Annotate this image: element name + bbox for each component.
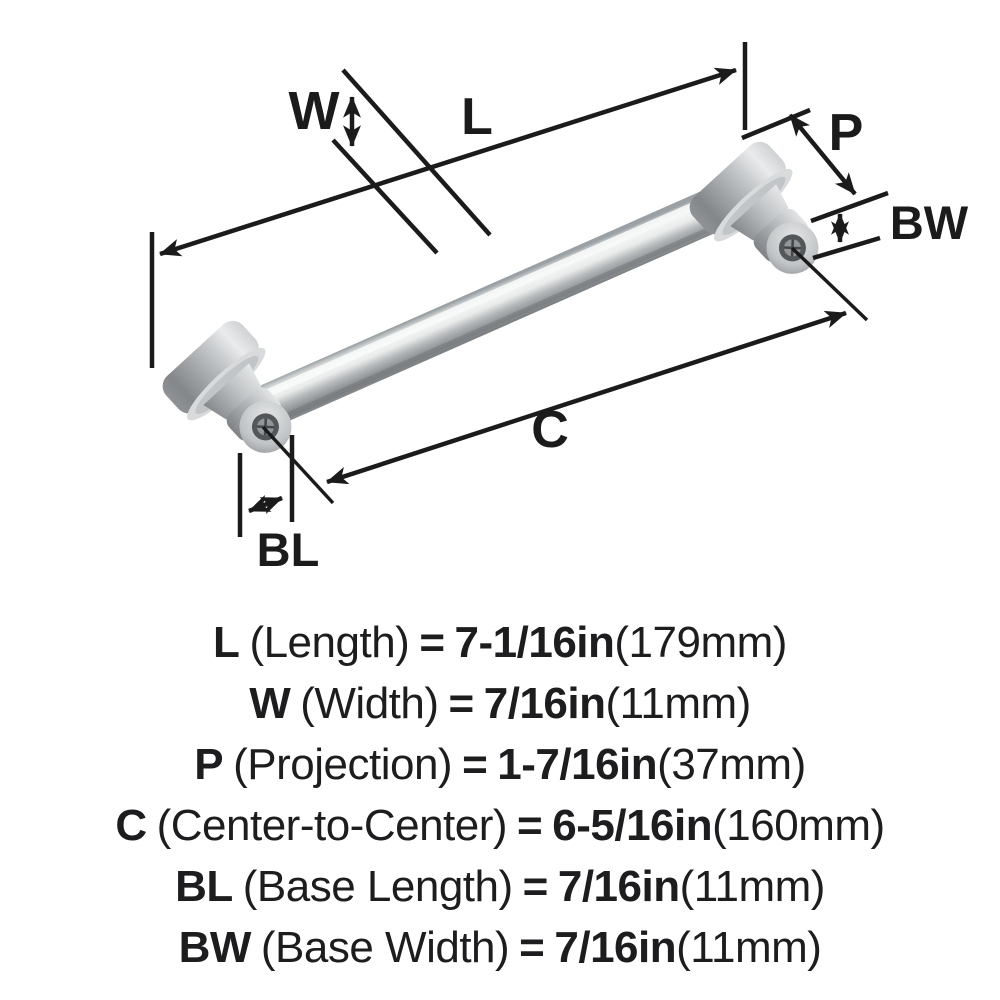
spec-row-base-length: BL(Base Length)=7/16in(11mm): [0, 856, 1000, 917]
label-W: W: [289, 81, 340, 141]
spec-name: (Base Length): [242, 862, 513, 911]
spec-equals: =: [419, 618, 445, 667]
dimension-labels: L W P BW C BL: [257, 81, 969, 576]
C-extension-left: [261, 425, 335, 505]
BW-extension-bottom: [812, 235, 881, 261]
spec-row-base-width: BW(Base Width)=7/16in(11mm): [0, 917, 1000, 978]
C-dimension-line: [326, 310, 847, 485]
handle-bar-shadow-edge: [258, 211, 746, 430]
spec-list: L(Length)=7-1/16in(179mm) W(Width)=7/16i…: [0, 612, 1000, 978]
BW-extension-top: [810, 190, 889, 224]
spec-equals: =: [448, 679, 475, 728]
spec-symbol: C: [115, 801, 147, 850]
spec-metric: (11mm): [605, 679, 751, 728]
spec-imperial: 7/16in: [557, 862, 680, 911]
spec-symbol: P: [194, 740, 224, 789]
spec-row-projection: P(Projection)=1-7/16in(37mm): [0, 734, 1000, 795]
label-BW: BW: [890, 196, 969, 249]
spec-equals: =: [462, 740, 488, 789]
spec-name: (Width): [300, 679, 439, 728]
handle-diagram-svg: L W P BW C BL: [149, 42, 969, 576]
W-extension-upper: [341, 68, 492, 237]
spec-metric: (11mm): [679, 862, 826, 911]
label-L: L: [461, 88, 493, 146]
spec-equals: =: [517, 801, 543, 850]
spec-symbol: L: [213, 618, 240, 667]
spec-name: (Base Width): [260, 923, 510, 972]
spec-imperial: 7/16in: [554, 923, 677, 972]
spec-equals: =: [522, 862, 549, 911]
handle-bar-highlight: [250, 183, 739, 404]
spec-name: (Center-to-Center): [156, 801, 508, 850]
spec-metric: (37mm): [657, 740, 806, 789]
label-P: P: [829, 104, 864, 162]
spec-symbol: BL: [175, 862, 233, 911]
spec-symbol: W: [249, 679, 291, 728]
pull-handle: [155, 134, 850, 483]
C-extension-right: [790, 246, 869, 322]
dimension-annotations: [149, 42, 889, 537]
spec-name: (Length): [249, 618, 410, 667]
spec-row-width: W(Width)=7/16in(11mm): [0, 673, 1000, 734]
spec-metric: (11mm): [676, 923, 822, 972]
P-dimension-line: [788, 113, 857, 196]
spec-row-length: L(Length)=7-1/16in(179mm): [0, 612, 1000, 673]
label-BL: BL: [257, 523, 320, 576]
spec-equals: =: [519, 923, 545, 972]
spec-name: (Projection): [233, 740, 453, 789]
spec-imperial: 7/16in: [483, 679, 606, 728]
BL-dimension-arrow: [248, 495, 283, 514]
spec-imperial: 1-7/16in: [497, 740, 658, 789]
W-extension-lower: [331, 138, 439, 255]
label-C: C: [531, 401, 569, 459]
spec-imperial: 6-5/16in: [552, 801, 713, 850]
spec-row-center-to-center: C(Center-to-Center)=6-5/16in(160mm): [0, 795, 1000, 856]
L-dimension-line: [159, 67, 737, 257]
spec-metric: (179mm): [614, 618, 787, 667]
spec-imperial: 7-1/16in: [454, 618, 615, 667]
spec-symbol: BW: [178, 923, 252, 972]
handle-bar: [246, 177, 749, 433]
spec-metric: (160mm): [712, 801, 885, 850]
